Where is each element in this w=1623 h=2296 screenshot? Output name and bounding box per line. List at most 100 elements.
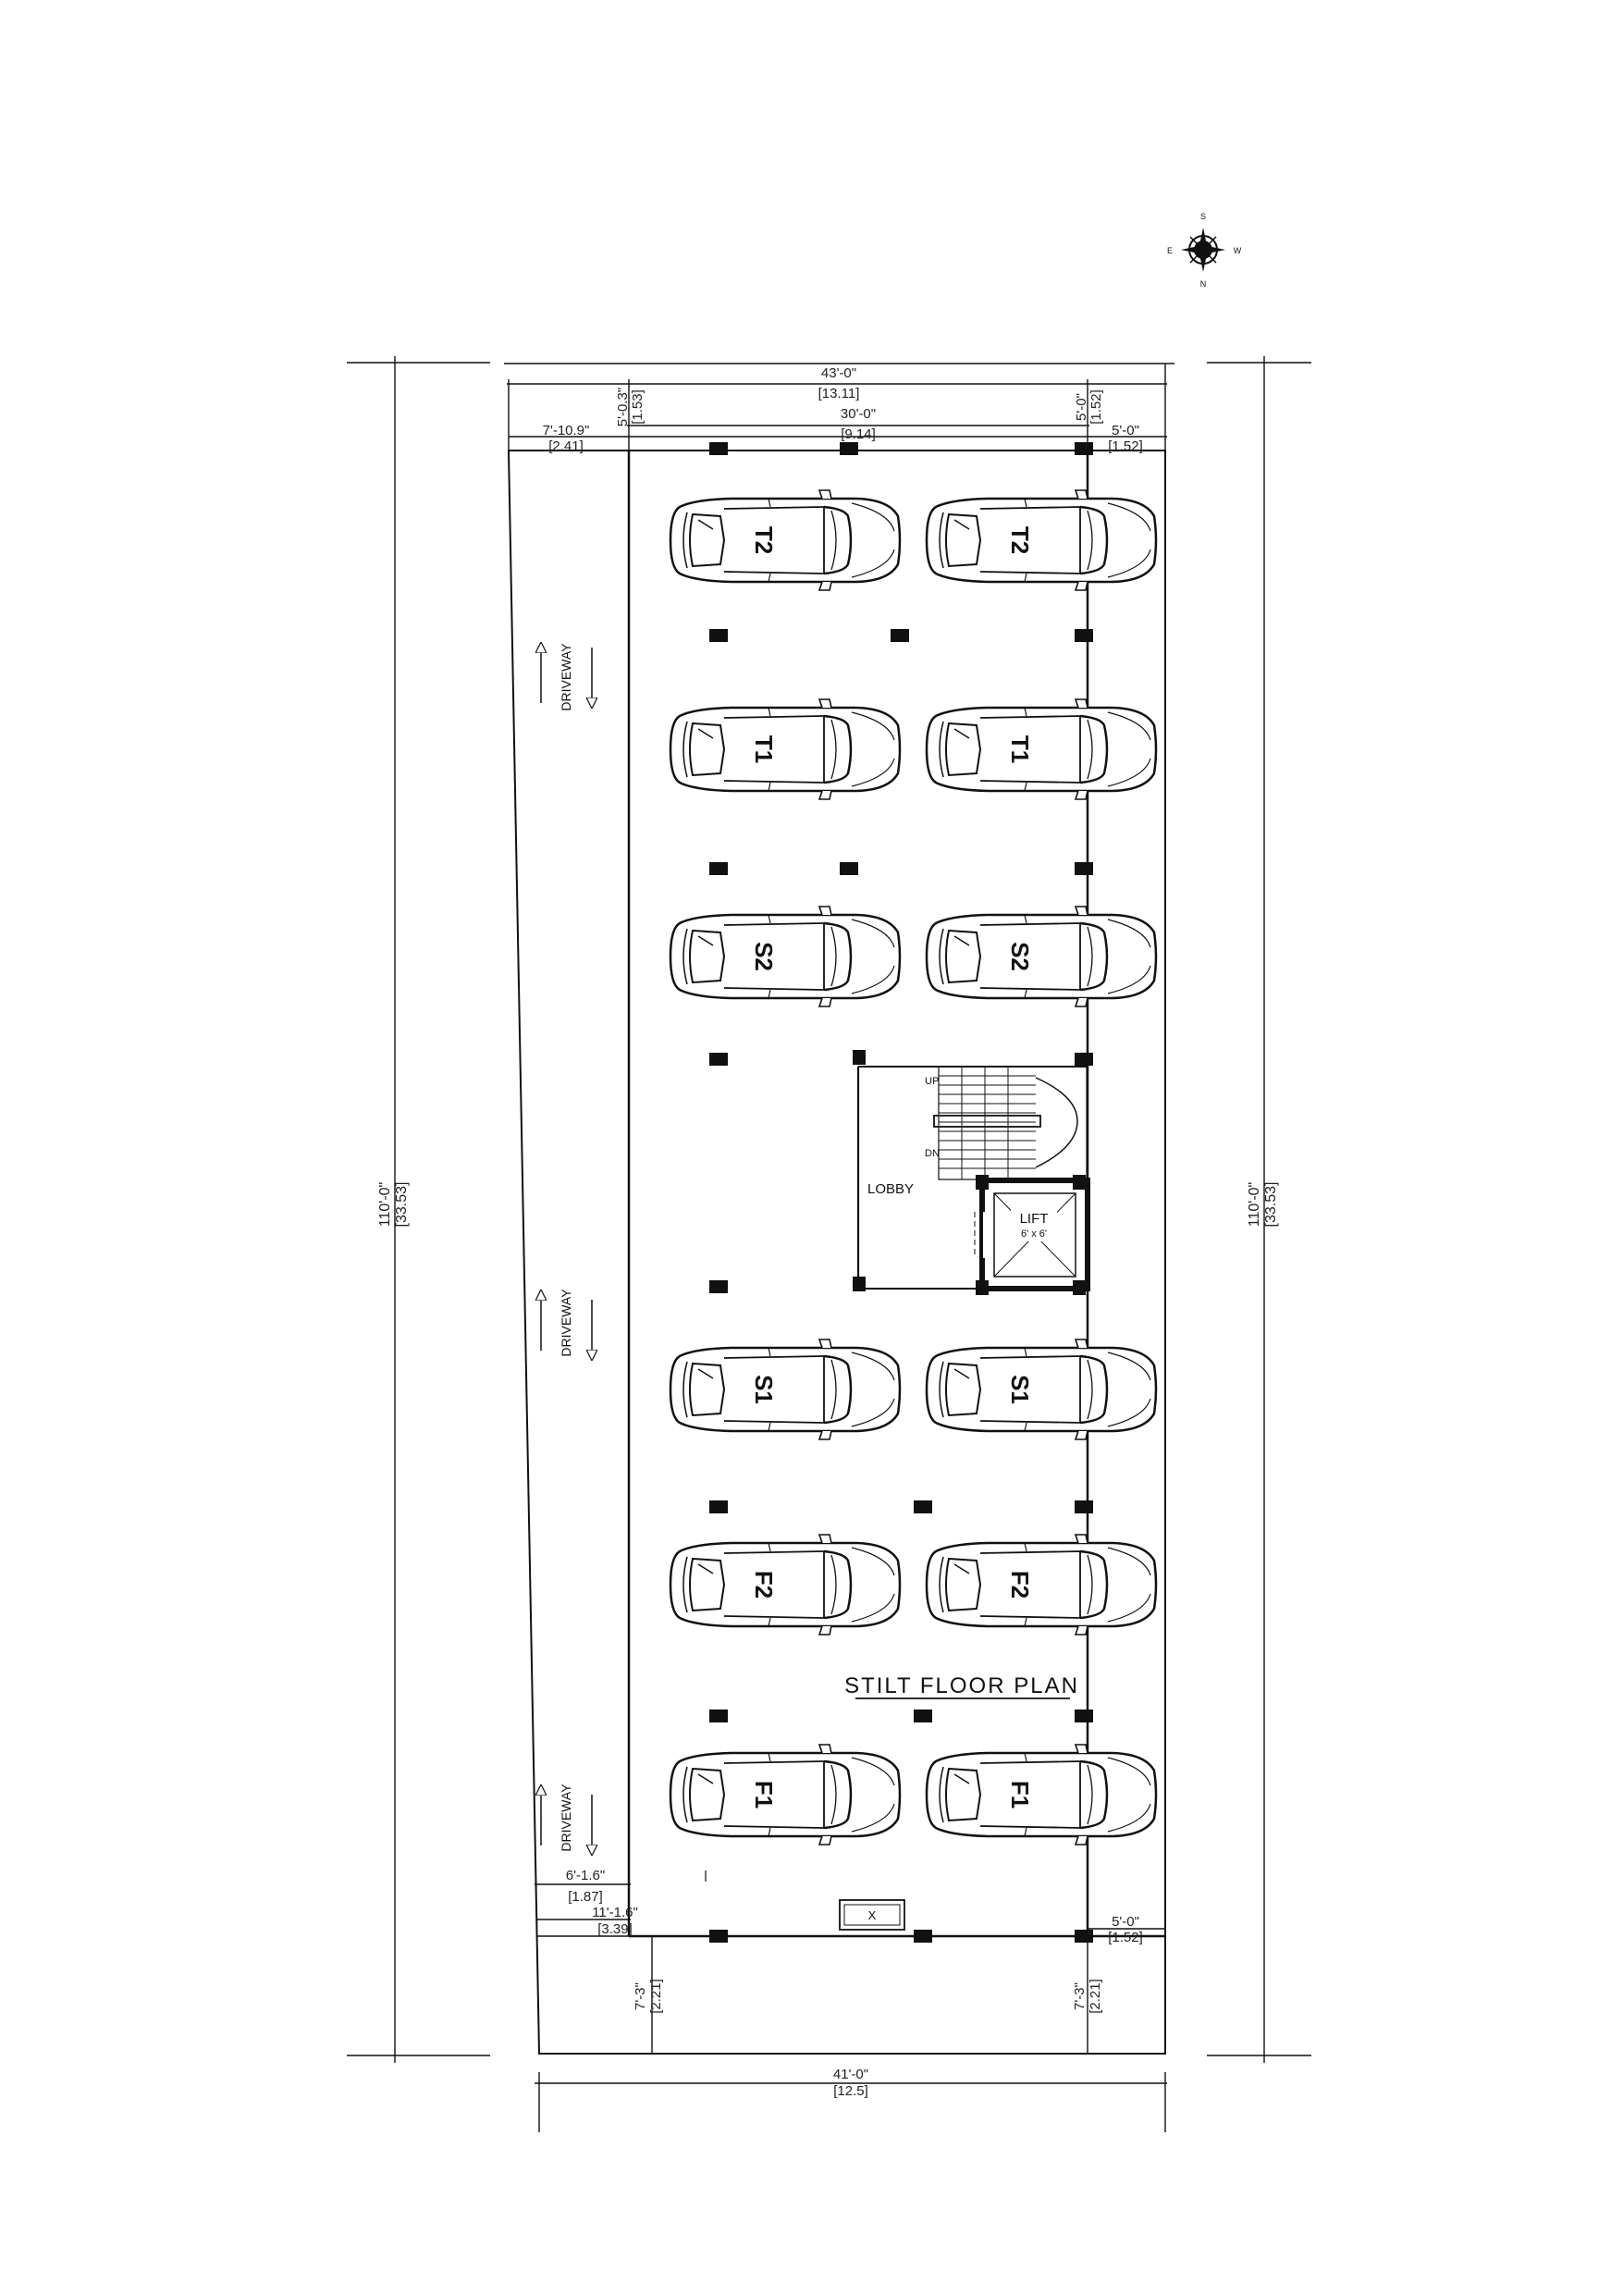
dim-front-right-m: [2.21] <box>1088 1979 1103 2014</box>
dim-right-top-setback: 5'-0" <box>1074 393 1089 421</box>
dim-driveway-width-m: [2.41] <box>548 438 584 454</box>
dim-left-top-setback: 5'-0.3" <box>615 388 631 426</box>
dim-left-height: 110'-0" <box>377 1182 393 1227</box>
column-17 <box>914 1710 932 1722</box>
compass-south: S <box>1200 212 1206 221</box>
dim-front-left-m: [2.21] <box>648 1979 664 2014</box>
car-left-row-6 <box>669 1743 902 1846</box>
stair-dn-label: DN <box>925 1148 940 1159</box>
dim-right-height-m: [33.53] <box>1263 1182 1279 1228</box>
column-2 <box>840 442 858 455</box>
dim-bottom-left-1-m: [1.87] <box>568 1889 603 1905</box>
dim-front-right: 7'-3" <box>1072 1982 1088 2010</box>
dim-right-side: 5'-0" <box>1112 423 1139 438</box>
car-right-row-1 <box>925 488 1158 592</box>
staircase <box>933 1067 1078 1179</box>
car-left-row-5 <box>669 1533 902 1636</box>
column-13 <box>709 1500 728 1513</box>
dim-bottom-left-2-m: [3.39] <box>597 1921 633 1937</box>
column-6 <box>1075 629 1093 642</box>
core-column-1 <box>853 1050 866 1065</box>
car-right-row-2 <box>925 697 1158 801</box>
car-right-row-5 <box>925 1533 1158 1636</box>
dim-overall-bottom: 41'-0" <box>833 2067 868 2082</box>
dim-overall-top: 43'-0" <box>821 365 856 381</box>
column-12 <box>709 1280 728 1293</box>
parking-label-right-row-5: F2 <box>1006 1571 1034 1599</box>
driveway-label-middle: DRIVEWAY <box>559 1289 573 1357</box>
dim-bottom-left-2: 11'-1.6" <box>592 1905 638 1920</box>
column-7 <box>709 862 728 875</box>
column-9 <box>1075 862 1093 875</box>
column-18 <box>1075 1710 1093 1722</box>
dim-right-top-setback-m: [1.52] <box>1088 389 1104 425</box>
column-14 <box>914 1500 932 1513</box>
column-1 <box>709 442 728 455</box>
duct-box <box>839 1899 905 1931</box>
driveway-marker-bottom: DRIVEWAY <box>541 1784 592 1852</box>
parking-label-right-row-4: S1 <box>1006 1375 1034 1404</box>
column-11 <box>1075 1053 1093 1066</box>
dim-overall-bottom-m: [12.5] <box>833 2083 868 2099</box>
dim-right-side-m: [1.52] <box>1108 438 1143 454</box>
column-10 <box>709 1053 728 1066</box>
driveway-marker-top: DRIVEWAY <box>541 643 592 711</box>
column-19 <box>709 1930 728 1943</box>
column-4 <box>709 629 728 642</box>
duct-label: X <box>868 1908 877 1922</box>
column-5 <box>891 629 909 642</box>
lift-size-label: 6' x 6' <box>1021 1228 1047 1240</box>
bottom-dimensions <box>535 1883 1167 2132</box>
column-16 <box>709 1710 728 1722</box>
dim-front-left: 7'-3" <box>633 1982 648 2010</box>
car-right-row-6 <box>925 1743 1158 1846</box>
compass-east: E <box>1167 246 1173 255</box>
parking-label-right-row-1: T2 <box>1006 526 1034 554</box>
parking-label-right-row-3: S2 <box>1006 942 1034 971</box>
side-dimensions <box>347 356 1311 2063</box>
car-left-row-2 <box>669 697 902 801</box>
dim-right-height: 110'-0" <box>1247 1182 1262 1227</box>
stair-lift-core <box>856 1066 1088 1290</box>
dim-left-height-m: [33.53] <box>394 1182 410 1228</box>
column-3 <box>1075 442 1093 455</box>
driveway-label-bottom: DRIVEWAY <box>559 1784 573 1852</box>
compass-west: W <box>1234 246 1242 255</box>
north-compass-icon: S N E W <box>1167 212 1242 289</box>
dim-bottom-left-1: 6'-1.6" <box>566 1868 605 1883</box>
compass-north: N <box>1200 279 1207 289</box>
plot-boundary <box>507 450 1166 2055</box>
dim-inner-top-m: [9.14] <box>841 426 876 442</box>
column-8 <box>840 862 858 875</box>
parking-label-right-row-2: T1 <box>1006 735 1034 763</box>
car-right-row-3 <box>925 905 1158 1008</box>
parking-label-left-row-5: F2 <box>750 1571 778 1599</box>
parking-label-left-row-1: T2 <box>750 526 778 554</box>
car-right-row-4 <box>925 1338 1158 1441</box>
column-15 <box>1075 1500 1093 1513</box>
parking-label-left-row-3: S2 <box>750 942 778 971</box>
dim-bottom-right-side-m: [1.52] <box>1108 1930 1143 1945</box>
car-left-row-1 <box>669 488 902 592</box>
lift-label: LIFT <box>1020 1211 1049 1227</box>
parking-label-left-row-6: F1 <box>750 1781 778 1808</box>
top-dimensions <box>504 363 1174 451</box>
lobby-label: LOBBY <box>867 1181 914 1197</box>
dim-inner-top: 30'-0" <box>841 406 876 422</box>
dim-driveway-width: 7'-10.9" <box>543 423 590 438</box>
stair-up-label: UP <box>925 1076 939 1087</box>
parking-label-right-row-6: F1 <box>1006 1781 1034 1808</box>
lift-label-backdrop <box>1011 1208 1057 1241</box>
parking-label-left-row-2: T1 <box>750 735 778 763</box>
driveway-label-top: DRIVEWAY <box>559 643 573 711</box>
column-21 <box>1075 1930 1093 1943</box>
driveway-marker-middle: DRIVEWAY <box>541 1289 592 1357</box>
car-left-row-4 <box>669 1338 902 1441</box>
plan-title: STILT FLOOR PLAN <box>844 1673 1079 1698</box>
parking-label-left-row-4: S1 <box>750 1375 778 1404</box>
dim-overall-top-m: [13.11] <box>818 386 860 401</box>
column-20 <box>914 1930 932 1943</box>
car-left-row-3 <box>669 905 902 1008</box>
